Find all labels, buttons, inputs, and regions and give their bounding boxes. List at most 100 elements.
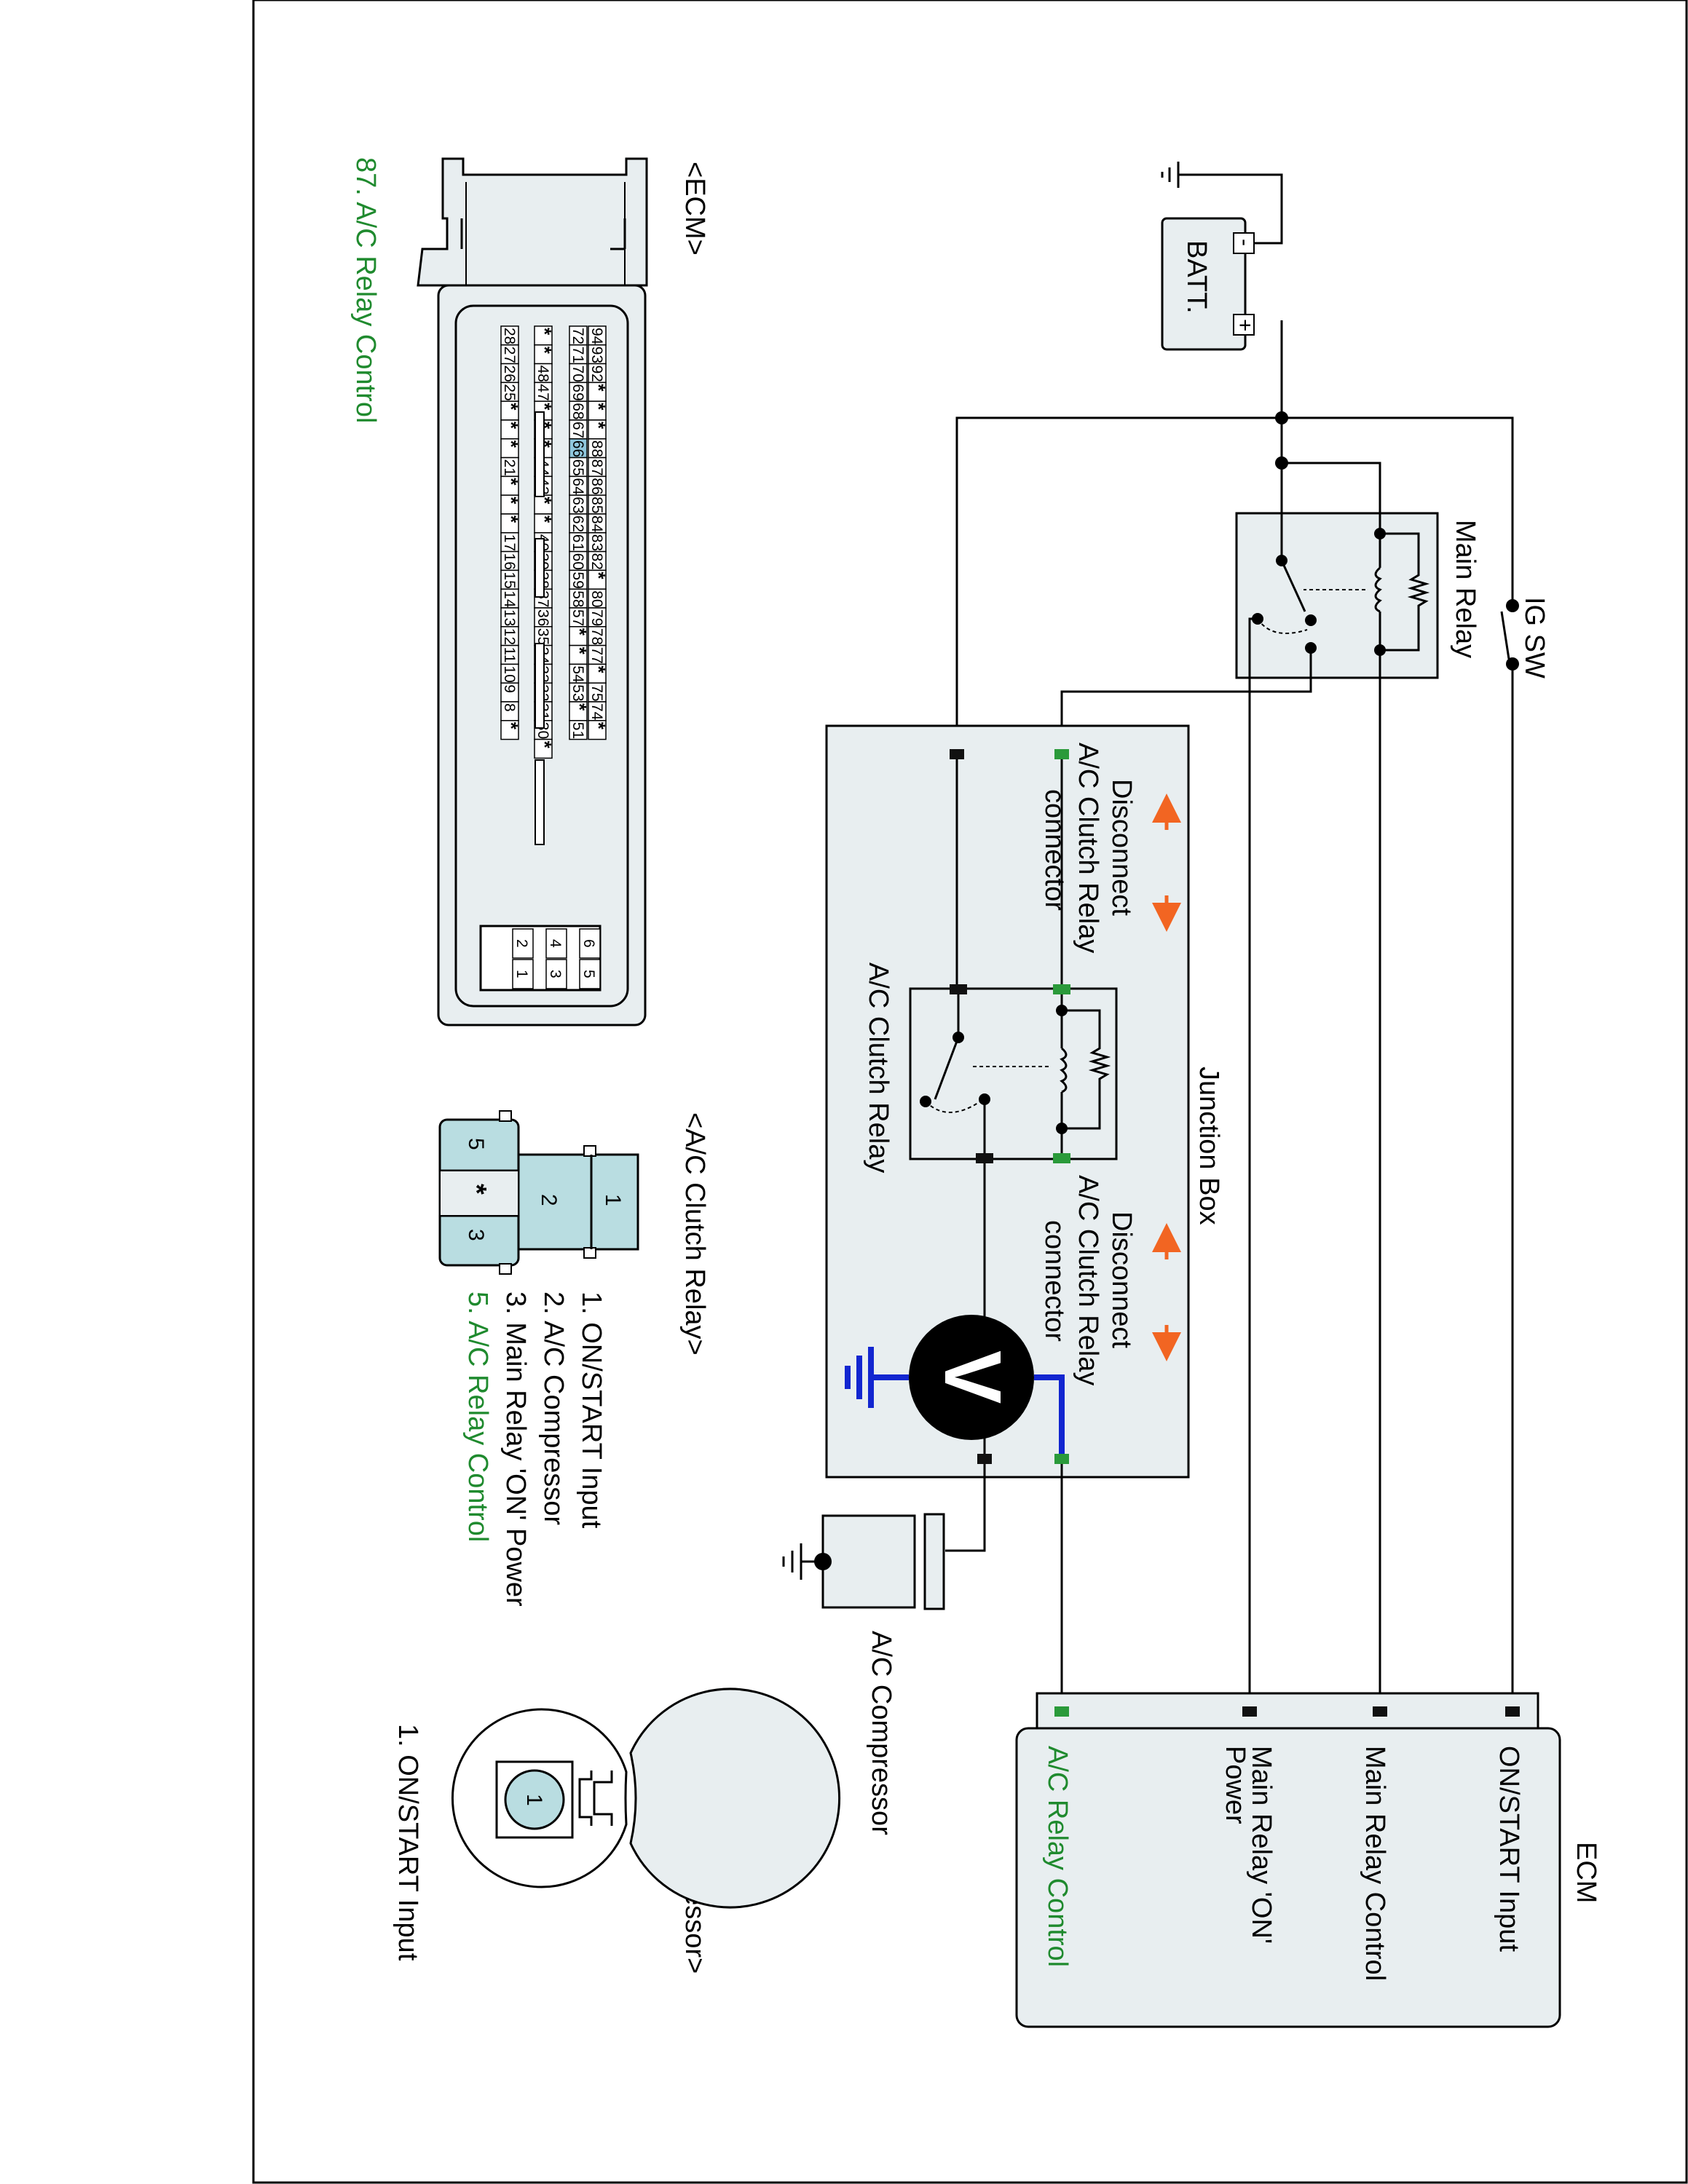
ecm-pin-label: 12 bbox=[501, 628, 518, 645]
ecm-pin-label: 51 bbox=[569, 722, 586, 739]
ecm-pin-cell bbox=[569, 626, 588, 646]
ecm-pin-label: 92 bbox=[588, 365, 605, 382]
ecm-pin-cell bbox=[588, 701, 607, 721]
ecm-pin-cell bbox=[588, 513, 607, 534]
ecm-pin-label: 62 bbox=[569, 515, 586, 532]
ig-sw-label: IG SW bbox=[1519, 597, 1550, 678]
ecm-block: ECM ON/START Input Main Relay Control Ma… bbox=[1015, 1692, 1601, 2028]
ecm-pin-label: * bbox=[500, 440, 522, 448]
ecm-pin-label: * bbox=[534, 328, 556, 336]
ecm-pin-cell bbox=[569, 644, 588, 665]
ac-clutch-relay-label: A/C Clutch Relay bbox=[863, 962, 894, 1173]
ecm-pin-cell bbox=[569, 532, 588, 553]
acr-pin-blank: * bbox=[461, 1184, 492, 1195]
acr-legend-1: 1. ON/START Input bbox=[576, 1291, 607, 1529]
ecm-pin-label: 70 bbox=[569, 365, 586, 382]
ecm-pin-label: * bbox=[588, 384, 610, 392]
ecm-pin-label: 83 bbox=[588, 534, 605, 551]
ecm-pin-label: * bbox=[534, 347, 556, 355]
ecm-pin-label: * bbox=[500, 403, 522, 411]
ecm-pin-label: 15 bbox=[501, 571, 518, 588]
ecm-pin-on-start: ON/START Input bbox=[1494, 1746, 1524, 1952]
ecm-pin-label: 11 bbox=[501, 647, 518, 663]
disconnect-label-2: Disconnect bbox=[1106, 1211, 1137, 1348]
ecm-pin-cell bbox=[588, 400, 607, 421]
ecm-pin-cell bbox=[534, 607, 553, 628]
ecm-pin-ac-relay-control: A/C Relay Control bbox=[1042, 1746, 1073, 1967]
voltmeter-label: V bbox=[928, 1350, 1017, 1404]
ecm-pin-cell bbox=[500, 438, 519, 459]
ecm-pin-cell bbox=[588, 682, 607, 703]
ecm-pin-label: 65 bbox=[569, 459, 586, 476]
ecm-pin-cell bbox=[569, 381, 588, 402]
ecm-pin-label: 8 bbox=[501, 703, 518, 712]
ecm-pin-cell bbox=[500, 381, 519, 402]
ecm-pin-cell bbox=[588, 663, 607, 684]
ecm-pin-cell bbox=[500, 419, 519, 440]
ecm-pin-cell bbox=[569, 720, 588, 740]
acr-pin-5: 5 bbox=[464, 1138, 488, 1150]
clutch-connector-label-2a: A/C Clutch Relay bbox=[1073, 1175, 1103, 1385]
main-relay-label: Main Relay bbox=[1450, 520, 1480, 658]
ecm-pin-label: 93 bbox=[588, 347, 605, 363]
ecm-small-pin-label: 5 bbox=[580, 970, 597, 978]
ecm-pin-cell bbox=[569, 588, 588, 609]
ecm-pin-label: * bbox=[534, 741, 556, 749]
ac-clutch-relay-symbol: A/C Clutch Relay bbox=[863, 962, 1118, 1173]
ecm-pin-cell bbox=[500, 550, 519, 571]
ecm-pin-cell bbox=[500, 720, 519, 740]
acr-legend-5: 5. A/C Relay Control bbox=[462, 1291, 493, 1542]
ecm-pin-label: 68 bbox=[569, 403, 586, 419]
main-relay: Main Relay bbox=[1235, 512, 1480, 679]
ignition-switch: IG SW bbox=[1500, 597, 1550, 678]
ecm-pin-label: 82 bbox=[588, 553, 605, 570]
ecm-small-pin-label: 6 bbox=[580, 939, 597, 948]
ecm-pin-label: * bbox=[588, 722, 610, 730]
ecm-pin-cell bbox=[569, 607, 588, 628]
ecm-pin-cell bbox=[534, 363, 553, 384]
ecm-pin-label: 36 bbox=[535, 609, 551, 626]
ecm-pin-label: 67 bbox=[569, 422, 586, 438]
ecm-pin-label: * bbox=[500, 722, 522, 730]
ecm-pin-label: 64 bbox=[569, 478, 586, 495]
ecm-pin-label: 58 bbox=[569, 590, 586, 607]
ecm-pin-label: 60 bbox=[569, 553, 586, 570]
ac-clutch-relay-connector-title: <A/C Clutch Relay> bbox=[679, 1112, 710, 1356]
ecm-pin-label: 79 bbox=[588, 609, 605, 626]
ecm-pin-label: * bbox=[534, 515, 556, 523]
ecm-pin-label: 25 bbox=[501, 384, 518, 400]
ecm-pin-label: 84 bbox=[588, 515, 605, 533]
ecm-pin-cell bbox=[588, 720, 607, 740]
ac-compressor-label: A/C Compressor bbox=[866, 1631, 896, 1835]
clutch-connector-label-1b: connector bbox=[1039, 789, 1070, 911]
ecm-pin-cell bbox=[569, 363, 588, 384]
ecm-pin-cell bbox=[500, 569, 519, 590]
batt-minus: - bbox=[1233, 239, 1257, 246]
ecm-pin-label: 74 bbox=[588, 703, 605, 721]
ac-clutch-relay-connector-view: <A/C Clutch Relay> 1 2 5 * 3 1. ON/START… bbox=[438, 1110, 710, 1607]
ecm-pin-label: * bbox=[569, 647, 591, 655]
junction-box-label: Junction Box bbox=[1194, 1067, 1224, 1225]
ecm-pin-label: 13 bbox=[501, 609, 518, 626]
ecm-small-pin-label: 2 bbox=[513, 939, 530, 948]
acr-pin-2: 2 bbox=[537, 1194, 561, 1206]
ecm-pin-cell bbox=[500, 663, 519, 684]
ecm-pin-label: 48 bbox=[535, 365, 551, 382]
ecm-small-pin-label: 4 bbox=[547, 939, 564, 948]
ecm-pin-label: 9 bbox=[501, 684, 518, 693]
acr-pin-1: 1 bbox=[601, 1194, 625, 1206]
ac-compressor-symbol: A/C Compressor bbox=[782, 1464, 986, 1835]
ecm-pin-label: 35 bbox=[535, 628, 551, 645]
ecm-pin-label: 86 bbox=[588, 478, 605, 494]
ecm-pin-label: * bbox=[569, 628, 591, 636]
ecm-pin-label: 69 bbox=[569, 384, 586, 400]
ecm-small-pin-label: 1 bbox=[513, 970, 530, 978]
ecm-pin-label: 27 bbox=[501, 347, 518, 363]
ecm-connector-title: <ECM> bbox=[679, 162, 710, 256]
ecm-pin-label: 85 bbox=[588, 496, 605, 513]
ecm-pin-label: 66 bbox=[569, 440, 586, 457]
ecm-pin-cell bbox=[588, 494, 607, 515]
clutch-connector-label-2b: connector bbox=[1039, 1220, 1070, 1342]
